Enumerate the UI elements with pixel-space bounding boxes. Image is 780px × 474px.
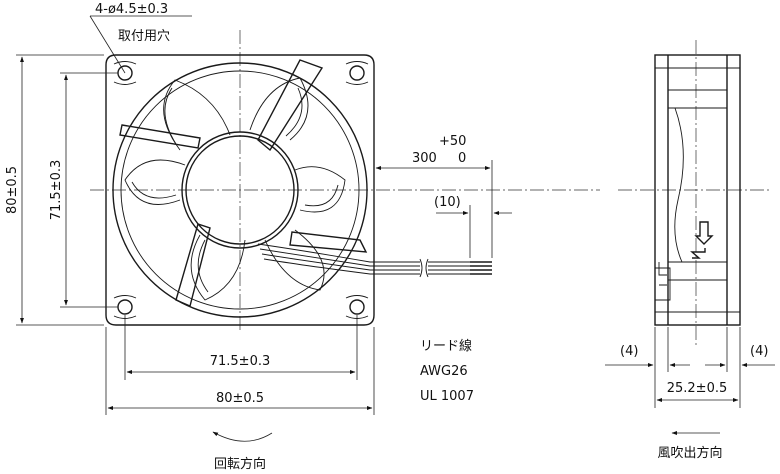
lead-tolerance-lower: 0 [458, 151, 466, 166]
side-offset-left-label: (4) [620, 344, 638, 359]
mounting-hole [349, 299, 365, 315]
side-view [618, 40, 770, 345]
support-struts [119, 59, 368, 307]
fan-frame-outline [105, 54, 375, 326]
airflow-direction-label: 風吹出方向 [657, 445, 722, 461]
vertical-dimensions [16, 54, 118, 326]
lead-wires [257, 243, 492, 278]
hole-spec-label: 4-ø4.5±0.3 [95, 2, 168, 17]
width-outer-label: 80±0.5 [216, 391, 264, 406]
fan-opening-inner [120, 70, 360, 310]
side-body-outline [654, 54, 741, 326]
hole-note-label: 取付用穴 [118, 29, 170, 44]
hole-leader-line [89, 15, 126, 74]
mounting-hole [117, 299, 133, 315]
wire-gauge: AWG26 [420, 364, 468, 379]
height-outer-label: 80±0.5 [5, 166, 20, 214]
depth-label: 25.2±0.5 [667, 381, 728, 396]
lead-tolerance-upper: +50 [439, 134, 466, 149]
strip-length-label: (10) [434, 195, 461, 210]
fan-opening-outer [112, 62, 368, 318]
height-pitch-label: 71.5±0.3 [49, 160, 64, 221]
airflow-symbol [694, 221, 714, 245]
lead-length-label: 300 [412, 151, 437, 166]
side-dimensions [605, 327, 775, 435]
front-view [89, 15, 600, 330]
wire-title: リード線 [420, 338, 472, 354]
side-offset-right-label: (4) [750, 344, 768, 359]
width-pitch-label: 71.5±0.3 [210, 354, 271, 369]
mounting-hole [349, 65, 365, 81]
fan-hub-outer [181, 131, 299, 249]
rotation-direction-label: 回転方向 [214, 456, 266, 472]
lead-length-dimension [375, 160, 512, 258]
fan-hub [185, 135, 295, 245]
fan-blades [124, 77, 346, 301]
rotation-arrow [212, 431, 273, 442]
rotation-symbol [690, 248, 706, 259]
horizontal-dimensions [105, 315, 375, 415]
wire-standard: UL 1007 [420, 389, 474, 404]
